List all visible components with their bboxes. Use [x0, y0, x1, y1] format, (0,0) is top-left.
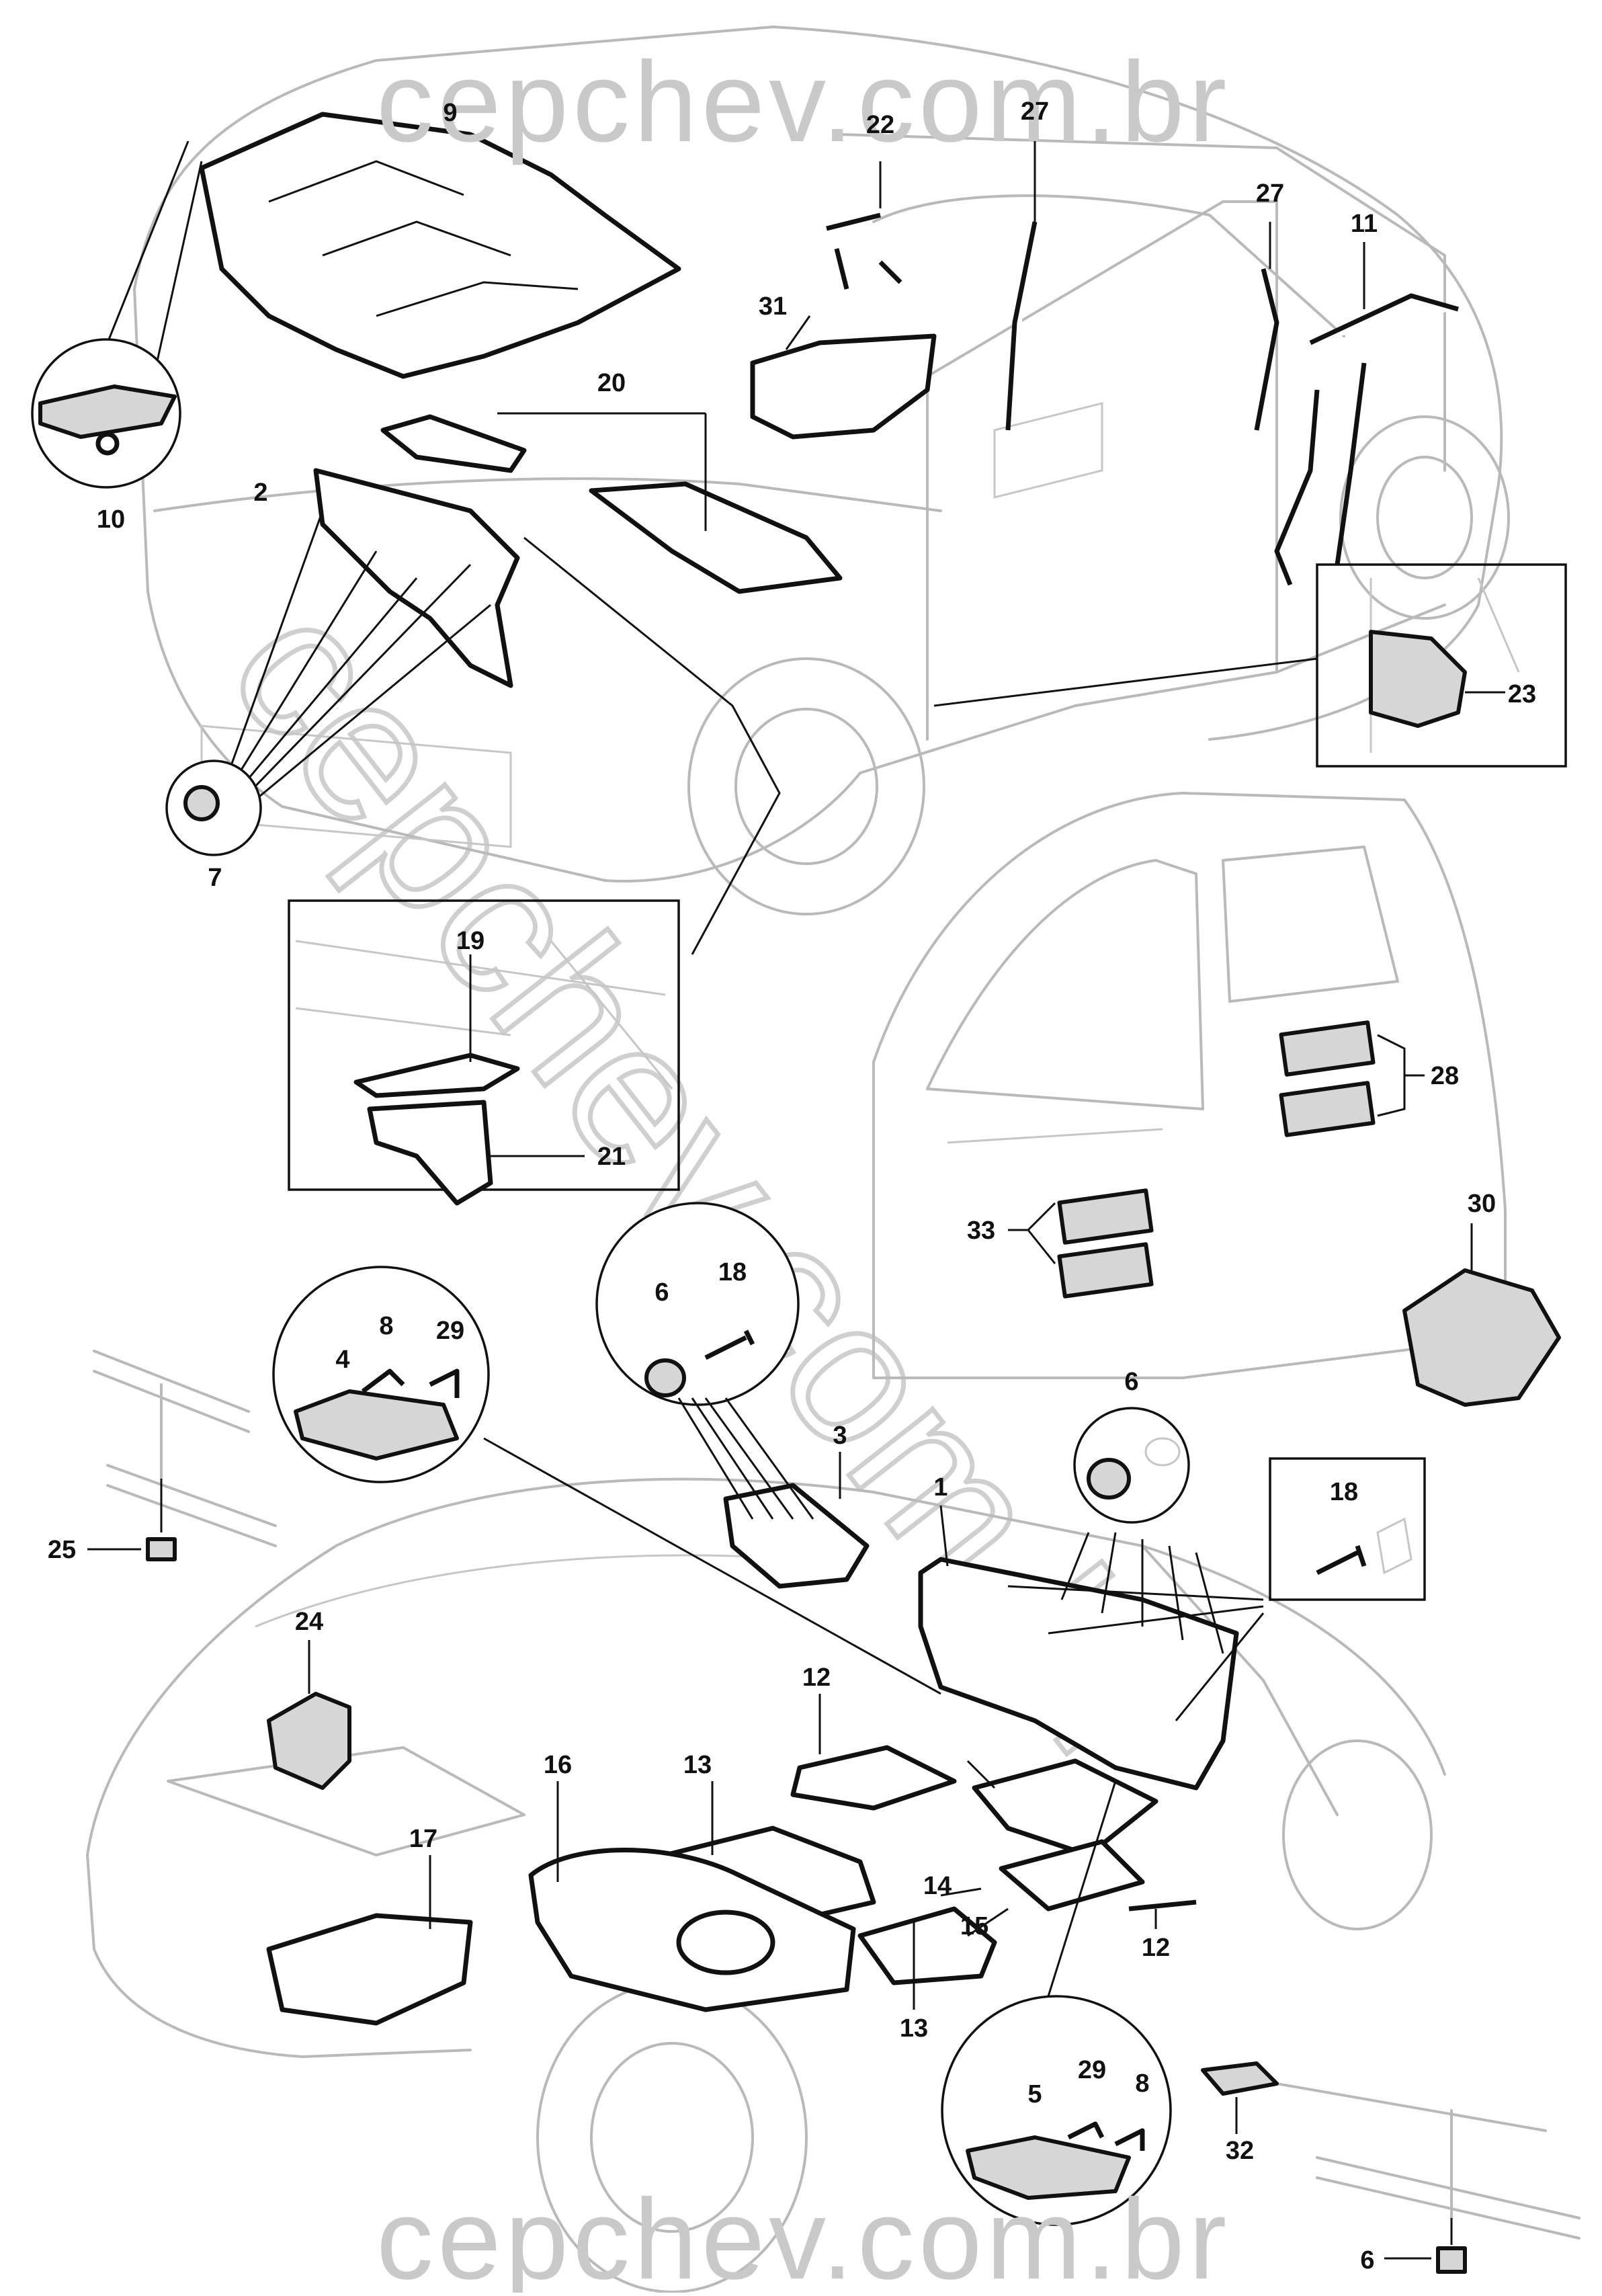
- callout-labels: 9 22 27 27 11 31 20 2 10 23 7 19 21 28 3…: [48, 97, 1536, 2274]
- detail-circle-5-29-8: [941, 1780, 1172, 2226]
- callout-32: 32: [1226, 2137, 1254, 2165]
- callout-19: 19: [456, 927, 484, 955]
- part-28-door-pads: [1279, 1020, 1425, 1137]
- callout-17: 17: [409, 1825, 437, 1853]
- callout-9: 9: [443, 99, 457, 127]
- part-24-mount: [267, 1640, 351, 1790]
- callout-18b: 18: [1330, 1478, 1358, 1506]
- part-20-cowl-panels: [380, 412, 843, 594]
- callout-11: 11: [1351, 210, 1378, 238]
- callout-22: 22: [866, 111, 894, 139]
- callout-25: 25: [48, 1536, 76, 1564]
- callout-1: 1: [933, 1473, 947, 1502]
- part-12-front: [790, 1745, 957, 1811]
- part-1-firewall-insulator: [918, 1505, 1265, 1791]
- part-25-clip: [87, 1350, 277, 1561]
- callout-5: 5: [1027, 2080, 1042, 2108]
- callout-8a: 8: [379, 1312, 393, 1340]
- callout-10: 10: [97, 505, 125, 534]
- detail-circle-6-18: [595, 1202, 814, 1520]
- callout-12a: 12: [802, 1664, 831, 1692]
- callout-18a: 18: [718, 1258, 747, 1286]
- callout-3: 3: [833, 1422, 847, 1450]
- callout-30: 30: [1468, 1190, 1496, 1218]
- callout-31: 31: [759, 292, 787, 321]
- part-2-dash-insulator: [165, 468, 520, 856]
- callout-14: 14: [923, 1872, 952, 1900]
- part-13-rear: [857, 1906, 997, 1985]
- part-11-body-insulator: [1274, 242, 1459, 586]
- detail-box-18: [1269, 1457, 1426, 1601]
- part-12-rear: [1128, 1899, 1197, 1912]
- upper-car-outline: [133, 26, 1510, 915]
- callout-27a: 27: [1021, 97, 1049, 126]
- callout-29b: 29: [1078, 2056, 1106, 2084]
- callout-27b: 27: [1256, 179, 1284, 208]
- callout-2: 2: [253, 479, 267, 507]
- watermark-top: cepchev.com.br: [376, 38, 1230, 166]
- callout-6a: 6: [655, 1278, 669, 1307]
- detail-circle-4-8-29: [272, 1266, 941, 1695]
- part-9-hood-insulator: [199, 112, 681, 379]
- callout-16: 16: [544, 1751, 572, 1779]
- callout-23: 23: [1508, 680, 1536, 708]
- part-22-seal: [826, 161, 902, 290]
- callout-4: 4: [335, 1346, 349, 1374]
- callout-28: 28: [1431, 1062, 1459, 1090]
- callout-12b: 12: [1142, 1934, 1170, 1962]
- watermark-bottom: cepchev.com.br: [376, 2176, 1230, 2293]
- part-32-pad: [1201, 2061, 1279, 2134]
- part-15: [999, 1839, 1145, 1912]
- callout-21: 21: [597, 1143, 626, 1171]
- callout-20: 20: [597, 369, 626, 397]
- detail-box-23: [933, 563, 1567, 768]
- part-31-heater-cover: [750, 315, 937, 440]
- part-33-door-pads: [1008, 1188, 1154, 1299]
- callout-13a: 13: [683, 1751, 712, 1779]
- part-17: [266, 1913, 473, 2026]
- detail-box-19-21: [288, 536, 781, 1206]
- part-6-clip-bottom: [1275, 2082, 1580, 2274]
- callout-33: 33: [967, 1217, 995, 1245]
- callout-8b: 8: [1135, 2069, 1149, 2098]
- detail-circle-6-right: [1073, 1407, 1190, 1524]
- callout-29a: 29: [436, 1317, 464, 1345]
- part-27-weatherstrips: [1005, 131, 1279, 431]
- floor-insulators: [266, 1694, 1197, 2026]
- callout-13b: 13: [900, 2014, 928, 2043]
- callout-6c: 6: [1360, 2246, 1374, 2274]
- part-3-panel: [723, 1452, 870, 1589]
- part-10-clip-detail: [31, 140, 203, 489]
- callout-6b: 6: [1124, 1368, 1138, 1396]
- callout-24: 24: [295, 1608, 323, 1636]
- middle-door-outline: [872, 792, 1507, 1379]
- part-14: [972, 1758, 1158, 1858]
- part-30-mount-cover: [1402, 1223, 1561, 1407]
- callout-15: 15: [960, 1912, 988, 1940]
- callout-7: 7: [208, 864, 222, 892]
